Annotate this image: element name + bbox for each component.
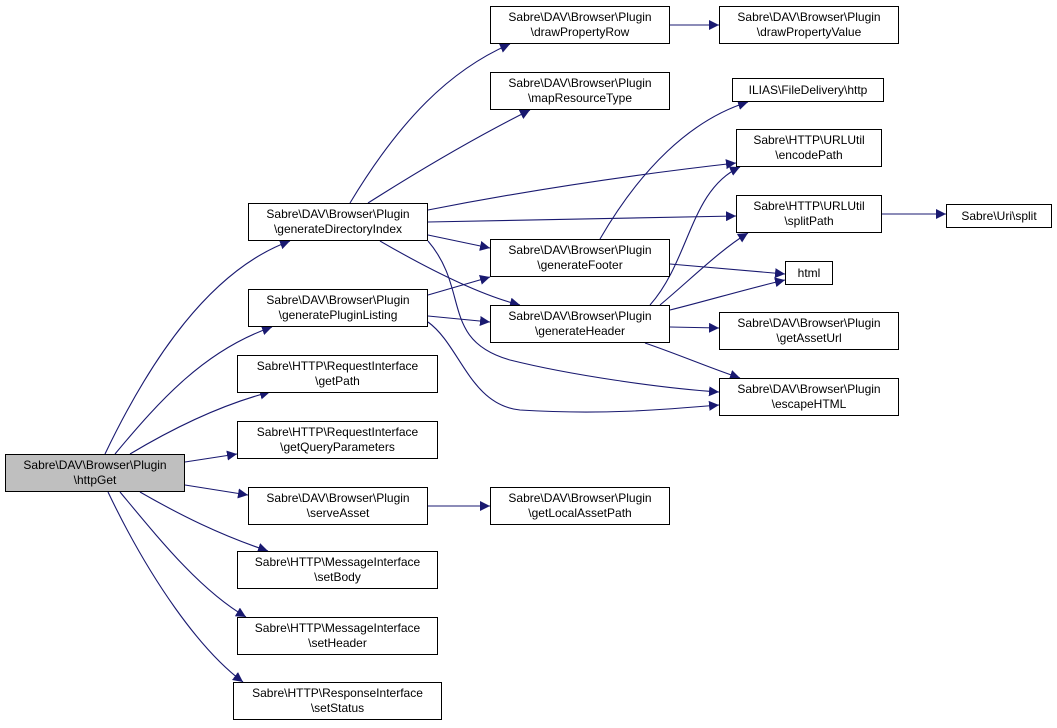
node-setHeader[interactable]: Sabre\HTTP\MessageInterface \setHeader [237, 617, 438, 655]
node-label: \generatePluginListing [278, 308, 398, 322]
node-drawPropertyRow[interactable]: Sabre\DAV\Browser\Plugin \drawPropertyRo… [490, 6, 670, 44]
node-label: Sabre\DAV\Browser\Plugin [508, 491, 652, 505]
node-label: html [797, 265, 821, 280]
node-setStatus[interactable]: Sabre\HTTP\ResponseInterface \setStatus [233, 682, 442, 720]
node-label: \setHeader [308, 636, 367, 650]
edge-generateDirectoryIndex-to-drawPropertyRow [349, 43, 511, 204]
node-getAssetUrl[interactable]: Sabre\DAV\Browser\Plugin \getAssetUrl [719, 312, 899, 350]
edge-httpGet-to-serveAsset [184, 484, 249, 499]
node-encodePath[interactable]: Sabre\HTTP\URLUtil \encodePath [736, 129, 882, 167]
node-label: \generateFooter [537, 258, 623, 272]
node-uriSplit[interactable]: Sabre\Uri\split [946, 204, 1052, 228]
edge-httpGet-to-getQueryParameters [184, 450, 238, 463]
edge-httpGet-to-setBody [139, 491, 269, 553]
edge-generateDirectoryIndex-to-escapeHTML [427, 240, 720, 397]
node-generateFooter[interactable]: Sabre\DAV\Browser\Plugin \generateFooter [490, 239, 670, 277]
node-label: \escapeHTML [771, 397, 847, 411]
node-getQueryParameters[interactable]: Sabre\HTTP\RequestInterface \getQueryPar… [237, 421, 438, 459]
node-label: \drawPropertyValue [756, 25, 862, 39]
edge-httpGet-to-getPath [129, 389, 271, 455]
edge-generatePluginListing-to-escapeHTML [427, 321, 720, 413]
node-label: \getQueryParameters [280, 440, 395, 454]
edge-generateFooter-to-html [669, 263, 786, 279]
node-httpGet[interactable]: Sabre\DAV\Browser\Plugin \httpGet [5, 454, 185, 492]
edge-generateDirectoryIndex-to-splitPath [427, 211, 737, 223]
node-label: Sabre\Uri\split [961, 208, 1037, 223]
node-html[interactable]: html [785, 261, 833, 285]
node-label: \splitPath [784, 214, 834, 228]
node-label: \serveAsset [306, 506, 370, 520]
node-escapeHTML[interactable]: Sabre\DAV\Browser\Plugin \escapeHTML [719, 378, 899, 416]
edge-generateDirectoryIndex-to-generateFooter [427, 234, 491, 251]
node-generateHeader[interactable]: Sabre\DAV\Browser\Plugin \generateHeader [490, 305, 670, 343]
node-label: Sabre\DAV\Browser\Plugin [508, 10, 652, 24]
edge-generateDirectoryIndex-to-mapResourceType [367, 109, 531, 204]
node-label: \httpGet [73, 473, 117, 487]
node-label: \setBody [314, 570, 361, 584]
node-serveAsset[interactable]: Sabre\DAV\Browser\Plugin \serveAsset [248, 487, 428, 525]
node-label: Sabre\DAV\Browser\Plugin [508, 243, 652, 257]
edge-httpGet-to-setHeader [119, 491, 247, 618]
node-label: Sabre\HTTP\MessageInterface [254, 555, 421, 569]
edge-generateHeader-to-encodePath [649, 166, 741, 306]
node-iliasHttp[interactable]: ILIAS\FileDelivery\http [732, 78, 884, 102]
edge-httpGet-to-setStatus [107, 491, 244, 683]
edge-generateFooter-to-iliasHttp [599, 100, 749, 240]
node-label: \getAssetUrl [776, 331, 842, 345]
node-label: \encodePath [775, 148, 843, 162]
node-label: Sabre\DAV\Browser\Plugin [737, 316, 881, 330]
node-mapResourceType[interactable]: Sabre\DAV\Browser\Plugin \mapResourceTyp… [490, 72, 670, 110]
node-label: Sabre\HTTP\MessageInterface [254, 621, 421, 635]
node-generatePluginListing[interactable]: Sabre\DAV\Browser\Plugin \generatePlugin… [248, 289, 428, 327]
node-generateDirectoryIndex[interactable]: Sabre\DAV\Browser\Plugin \generateDirect… [248, 203, 428, 241]
node-drawPropertyValue[interactable]: Sabre\DAV\Browser\Plugin \drawPropertyVa… [719, 6, 899, 44]
node-label: Sabre\DAV\Browser\Plugin [508, 309, 652, 323]
node-label: \getPath [315, 374, 360, 388]
node-label: \mapResourceType [527, 91, 633, 105]
node-label: Sabre\DAV\Browser\Plugin [23, 458, 167, 472]
edge-httpGet-to-generateDirectoryIndex [104, 239, 291, 455]
node-label: Sabre\DAV\Browser\Plugin [266, 491, 410, 505]
edge-generatePluginListing-to-generateFooter [427, 274, 491, 296]
edge-generateHeader-to-getAssetUrl [669, 322, 720, 333]
node-label: \getLocalAssetPath [528, 506, 632, 520]
node-label: Sabre\DAV\Browser\Plugin [266, 207, 410, 221]
node-label: \generateHeader [534, 324, 626, 338]
node-label: Sabre\DAV\Browser\Plugin [508, 76, 652, 90]
node-setBody[interactable]: Sabre\HTTP\MessageInterface \setBody [237, 551, 438, 589]
node-label: \setStatus [310, 701, 365, 715]
node-label: Sabre\HTTP\URLUtil [753, 133, 865, 147]
node-label: Sabre\DAV\Browser\Plugin [266, 293, 410, 307]
node-label: Sabre\HTTP\ResponseInterface [252, 686, 423, 700]
edge-generatePluginListing-to-generateHeader [427, 315, 491, 327]
edge-generateHeader-to-escapeHTML [644, 342, 741, 380]
edge-httpGet-to-generatePluginListing [114, 325, 273, 455]
node-label: Sabre\HTTP\RequestInterface [256, 359, 419, 373]
node-label: Sabre\DAV\Browser\Plugin [737, 382, 881, 396]
edge-generateHeader-to-splitPath [659, 232, 749, 306]
node-label: Sabre\DAV\Browser\Plugin [737, 10, 881, 24]
edge-generateHeader-to-html [669, 277, 786, 311]
edge-generateDirectoryIndex-to-generateHeader [379, 240, 521, 308]
node-label: \generateDirectoryIndex [273, 222, 403, 236]
node-label: \drawPropertyRow [530, 25, 630, 39]
node-label: Sabre\HTTP\URLUtil [753, 199, 865, 213]
node-splitPath[interactable]: Sabre\HTTP\URLUtil \splitPath [736, 195, 882, 233]
edge-generateDirectoryIndex-to-encodePath [427, 159, 737, 211]
node-label: Sabre\HTTP\RequestInterface [256, 425, 419, 439]
node-label: ILIAS\FileDelivery\http [748, 82, 868, 97]
node-getLocalAssetPath[interactable]: Sabre\DAV\Browser\Plugin \getLocalAssetP… [490, 487, 670, 525]
node-getPath[interactable]: Sabre\HTTP\RequestInterface \getPath [237, 355, 438, 393]
